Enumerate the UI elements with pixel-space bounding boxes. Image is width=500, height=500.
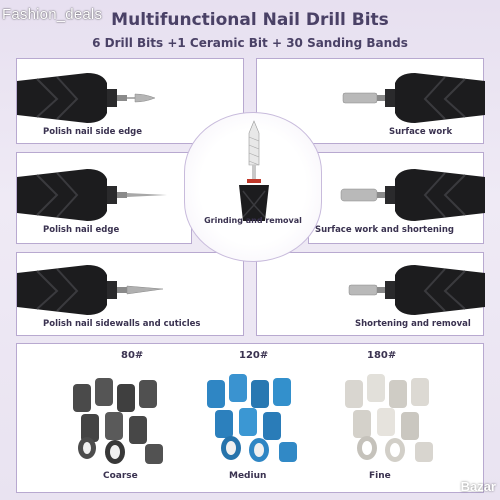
grit-180: 180# (367, 350, 397, 361)
drill-pen-icon (17, 73, 156, 123)
caption-right-top: Surface work (389, 127, 453, 137)
caption-left-top: Polish nail side edge (43, 127, 143, 137)
grade-coarse: Coarse (103, 471, 138, 481)
caption-right-bot: Shortening and removal (355, 319, 471, 329)
panel-polish-nail-edge: Polish nail edge (16, 152, 192, 244)
sanding-bands-panel: 80# 120# 180# (16, 343, 484, 493)
drill-pen-icon (17, 265, 164, 315)
drill-pen-icon (340, 169, 485, 221)
center-feature-circle: Grinding and removal (184, 112, 322, 262)
caption-right-mid: Surface work and shortening (315, 225, 454, 235)
page-subtitle: 6 Drill Bits +1 Ceramic Bit + 30 Sanding… (92, 36, 408, 50)
drill-pen-icon (17, 169, 167, 221)
panel-surface-shortening: Surface work and shortening (308, 152, 485, 244)
drill-pen-icon (348, 265, 485, 315)
site-logo: Bazar (460, 479, 496, 494)
grade-fine: Fine (369, 471, 391, 481)
caption-center: Grinding and removal (204, 216, 302, 225)
grit-80: 80# (121, 350, 144, 361)
caption-left-bot: Polish nail sidewalls and cuticles (43, 319, 201, 329)
caption-left-mid: Polish nail edge (43, 225, 120, 235)
panel-shortening-removal: Shortening and removal (256, 252, 485, 336)
grit-120: 120# (239, 350, 269, 361)
watermark-text: Fashion_deals (2, 6, 103, 23)
ceramic-bit-icon (239, 120, 269, 221)
grade-medium: Mediun (229, 471, 267, 481)
sanding-bands-illustration (73, 374, 433, 464)
drill-pen-icon (342, 73, 485, 123)
page-title: Multifunctional Nail Drill Bits (111, 10, 389, 30)
panel-polish-sidewalls: Polish nail sidewalls and cuticles (16, 252, 244, 336)
